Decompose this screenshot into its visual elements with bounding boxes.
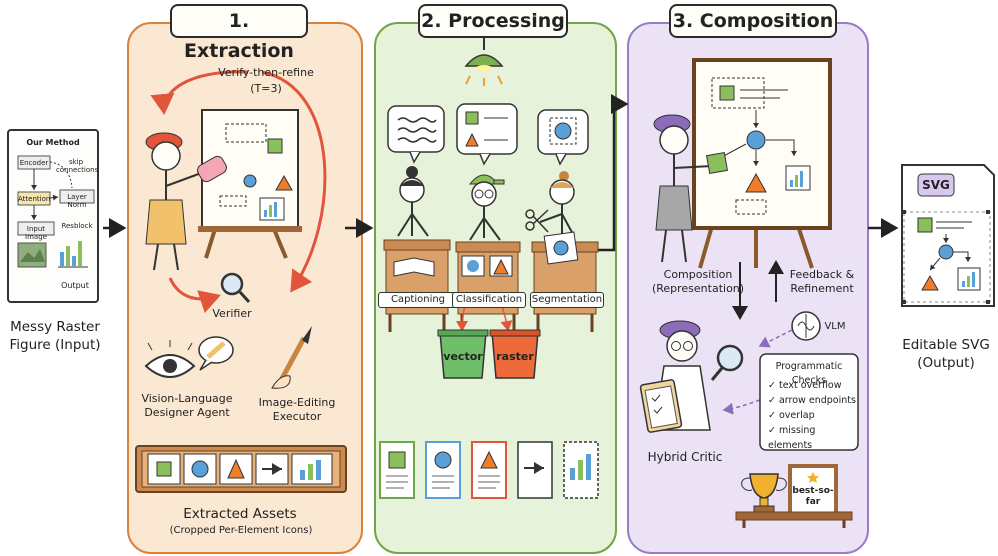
tray-icon-square	[147, 453, 181, 485]
best-so-far-frame	[788, 464, 838, 516]
task-segmentation: Segmentation	[530, 292, 604, 308]
input-box-resblock: Resblock	[61, 222, 93, 230]
card-barchart	[563, 441, 599, 499]
agent-image-editing: Image-Editing Executor	[258, 396, 336, 423]
vlm-label: VLM	[824, 321, 846, 332]
composer-artist	[653, 114, 729, 263]
input-caption: Messy Raster Figure (Input)	[9, 319, 101, 353]
input-box-attention: Attention	[18, 195, 51, 203]
check-item: ✓ arrow endpoints	[768, 395, 856, 406]
input-box-input-image: Input Image	[25, 225, 47, 241]
eye-icon	[144, 340, 196, 378]
tray-icon-arrow	[255, 453, 289, 485]
composition-title: 3. Composition	[669, 4, 837, 38]
composition-easel	[692, 58, 832, 269]
student-captioning	[397, 166, 429, 237]
input-box-layer-norm: Layer Norm	[67, 193, 87, 209]
card-arrow	[517, 441, 553, 499]
tray-icon-circle	[183, 453, 217, 485]
input-skip-label: skip connections	[56, 158, 99, 174]
check-item: ✓ missing elements	[768, 425, 816, 451]
extraction-title: 1. Extraction	[170, 4, 308, 62]
programmatic-checks-box	[759, 353, 859, 451]
loop-param: (T=3)	[250, 82, 282, 95]
extraction-easel	[198, 109, 302, 259]
feedback-label: Feedback & Refinement	[789, 268, 855, 295]
desk-captioning	[383, 239, 451, 332]
best-so-far-label: best-so-far	[792, 486, 834, 507]
checks-list: ✓ text overflow ✓ arrow endpoints ✓ over…	[768, 378, 856, 453]
processing-title: 2. Processing	[418, 4, 568, 38]
desk-classification	[455, 241, 521, 332]
task-captioning: Captioning	[378, 292, 458, 308]
arrow-processing-to-composition	[598, 94, 629, 252]
composition-label: Composition (Representation)	[651, 268, 745, 295]
card-triangle	[471, 441, 507, 499]
student-classification	[468, 174, 505, 241]
bin-vector-label: vector	[443, 350, 483, 363]
refine-loop-arrow-left	[150, 70, 249, 115]
checks-title: Programmatic Checks	[775, 361, 843, 386]
tray-icon-triangle	[219, 453, 253, 485]
verifier-label: Verifier	[212, 307, 252, 320]
bin-raster-label: raster	[496, 350, 534, 363]
check-item: ✓ text overflow	[768, 380, 842, 391]
magnifier-critic-icon	[710, 344, 744, 381]
magnifier-icon	[220, 272, 251, 304]
assets-title: Extracted Assets	[183, 506, 297, 522]
output-caption: Editable SVG (Output)	[902, 337, 990, 371]
refine-loop-arrow-right	[261, 70, 327, 293]
card-square	[379, 441, 415, 499]
assets-subtitle: (Cropped Per-Element Icons)	[169, 525, 313, 536]
loop-label: Verify-then-refine	[218, 66, 314, 79]
pencil-speech-icon	[198, 336, 234, 371]
hybrid-critic-label: Hybrid Critic	[647, 450, 723, 464]
desk-segmentation	[531, 231, 599, 332]
paintbrush-icon	[271, 326, 312, 389]
trophy-icon	[741, 473, 787, 513]
tray-icon-barchart	[291, 453, 333, 485]
svg-badge: SVG	[922, 178, 950, 192]
scissors-icon	[525, 209, 549, 233]
input-box-encoder: Encoder	[19, 159, 49, 167]
input-output-label: Output	[61, 281, 89, 290]
input-doc-title: Our Method	[26, 138, 80, 147]
output-svg-document	[901, 164, 995, 307]
lamp-icon	[464, 38, 504, 86]
card-circle	[425, 441, 461, 499]
caption-bubble	[387, 105, 445, 164]
shelf	[735, 511, 853, 521]
brain-icon	[791, 311, 821, 341]
clipboard-icon	[639, 379, 683, 433]
student-segmentation	[539, 171, 575, 237]
raster-bin	[489, 329, 541, 379]
vector-bin	[437, 329, 489, 379]
input-figure	[7, 129, 99, 303]
check-item: ✓ overlap	[768, 410, 815, 421]
segmentation-bubble	[537, 109, 589, 166]
task-classification: Classification	[452, 292, 526, 308]
classification-bubble	[456, 103, 518, 166]
agent-vision-language: Vision-Language Designer Agent	[141, 392, 233, 419]
designer-artist	[145, 132, 227, 271]
verifier-arrow	[168, 277, 221, 314]
